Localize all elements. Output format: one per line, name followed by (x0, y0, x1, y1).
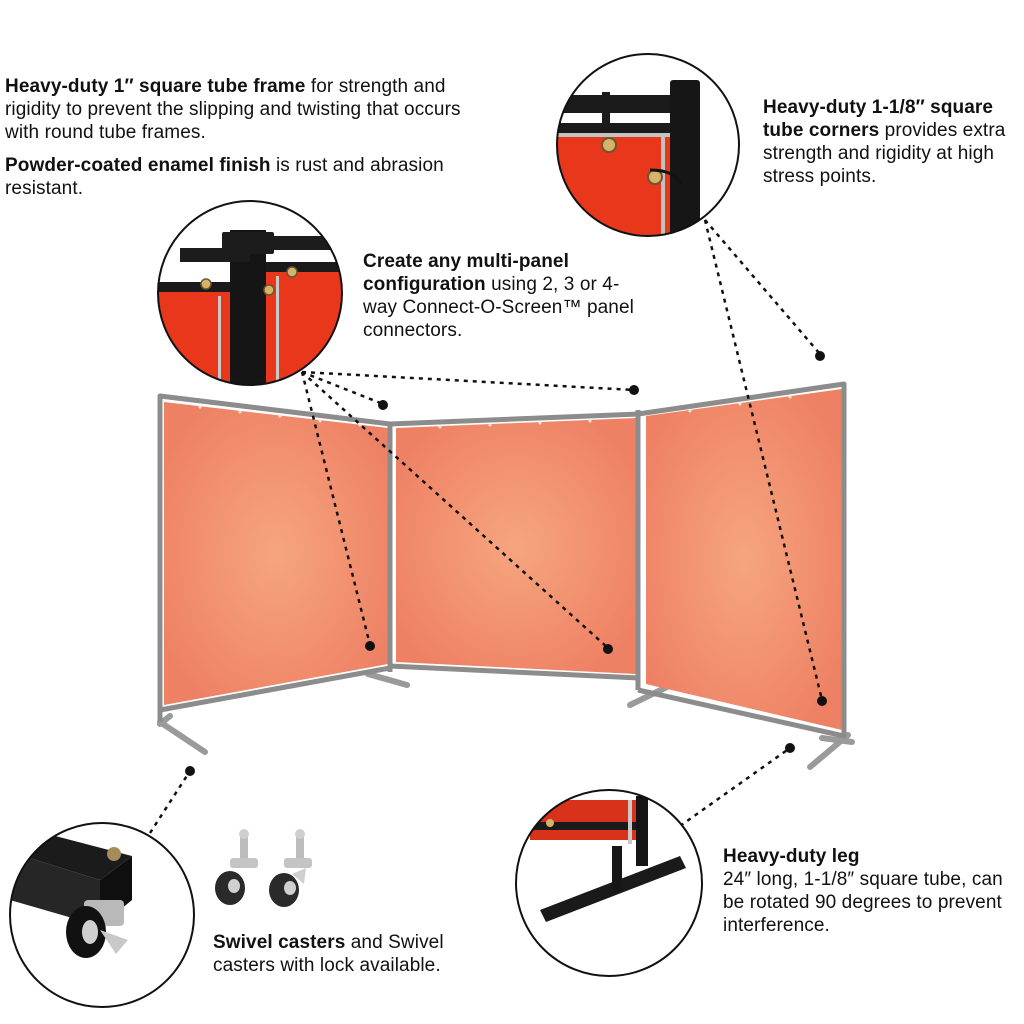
casters-callout-bold: Swivel casters (213, 932, 346, 953)
middle-panel-curtain (396, 418, 636, 674)
corners-callout: Heavy-duty 1-1/8″ square tube corners pr… (763, 96, 1018, 188)
screen-legs (157, 671, 855, 770)
leg-callout-text: 24″ long, 1-1/8″ square tube, can be rot… (723, 869, 1003, 936)
corners-callout-bold: Heavy-duty 1-1/8″ square tube corners (763, 97, 994, 141)
welding-screen (157, 381, 855, 770)
leg-callout: Heavy-duty leg 24″ long, 1-1/8″ square t… (723, 845, 1013, 937)
leader-endpoints (185, 351, 827, 776)
corners-callout-text: provides extra strength and rigidity at … (763, 120, 1006, 187)
right-panel-curtain (646, 389, 842, 730)
caster-zoom-inset (9, 822, 195, 1008)
multipanel-callout-text: using 2, 3 or 4-way Connect-O-Screen™ pa… (363, 274, 634, 341)
finish-callout-bold: Powder-coated enamel finish (5, 155, 271, 176)
corner-zoom-inset (556, 53, 740, 237)
leg-zoom-inset (515, 789, 703, 977)
casters-callout-text: and Swivel casters with lock available. (213, 932, 444, 976)
frame-callout-text: for strength and rigidity to prevent the… (5, 76, 461, 143)
multipanel-callout: Create any multi-panel configuration usi… (363, 250, 648, 342)
frame-callout-bold: Heavy-duty 1″ square tube frame (5, 76, 306, 97)
connector-zoom-inset (157, 200, 343, 386)
leg-callout-bold: Heavy-duty leg (723, 846, 860, 867)
finish-callout-text: is rust and abrasion resistant. (5, 155, 444, 199)
leg-zoom-ring (515, 789, 703, 977)
connector-zoom-ring (157, 200, 343, 386)
caster-zoom-ring (9, 822, 195, 1008)
left-panel-curtain (164, 402, 388, 705)
grommet-dots (198, 395, 792, 429)
casters-callout: Swivel casters and Swivel casters with l… (213, 931, 503, 977)
leader-lines (148, 219, 824, 834)
screen-frame (157, 381, 847, 739)
frame-callout: Heavy-duty 1″ square tube frame for stre… (5, 75, 465, 200)
multipanel-callout-bold: Create any multi-panel configuration (363, 251, 569, 295)
corner-zoom-ring (556, 53, 740, 237)
swivel-casters-photo (215, 829, 312, 907)
